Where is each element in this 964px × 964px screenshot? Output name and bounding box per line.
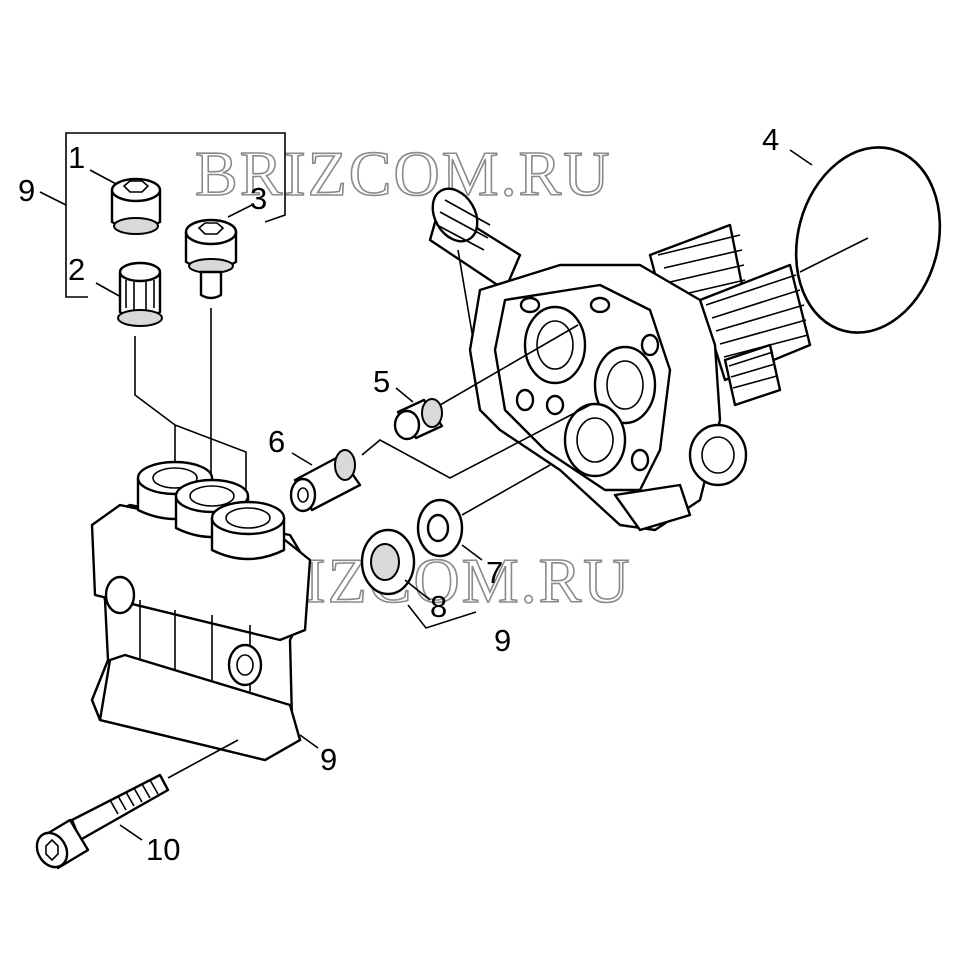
part-7-washer <box>416 464 551 561</box>
springs <box>648 223 812 407</box>
callout-8: 8 <box>430 589 447 624</box>
watermark-top: BRIZCOM.RU <box>195 138 612 209</box>
callout-9-housing: 9 <box>320 742 337 777</box>
callout-9-seal-kit: 9 <box>494 623 511 658</box>
part-8-ring-seal <box>360 528 431 601</box>
part-10-bolt <box>35 739 239 870</box>
callout-10: 10 <box>146 832 180 867</box>
part-1-valve-plug <box>89 169 162 235</box>
pump-head-housing <box>428 187 812 532</box>
valve-kit-bracket <box>39 132 286 298</box>
callout-2: 2 <box>68 252 85 287</box>
seal-kit-bracket <box>407 604 477 629</box>
part-5-seal <box>393 324 579 441</box>
part-4-o-ring <box>789 146 942 334</box>
valve-manifold-housing <box>90 460 319 762</box>
callout-1: 1 <box>68 140 85 175</box>
part-6-check-valve <box>289 404 591 513</box>
callout-4: 4 <box>762 122 779 157</box>
callout-7: 7 <box>486 555 503 590</box>
part-3-valve-plug-stem <box>184 204 253 300</box>
callout-5: 5 <box>373 364 390 399</box>
callout-9-valve-kit: 9 <box>18 173 35 208</box>
part-2-valve-cage <box>95 261 163 327</box>
callout-6: 6 <box>268 424 285 459</box>
callout-3: 3 <box>250 181 267 216</box>
